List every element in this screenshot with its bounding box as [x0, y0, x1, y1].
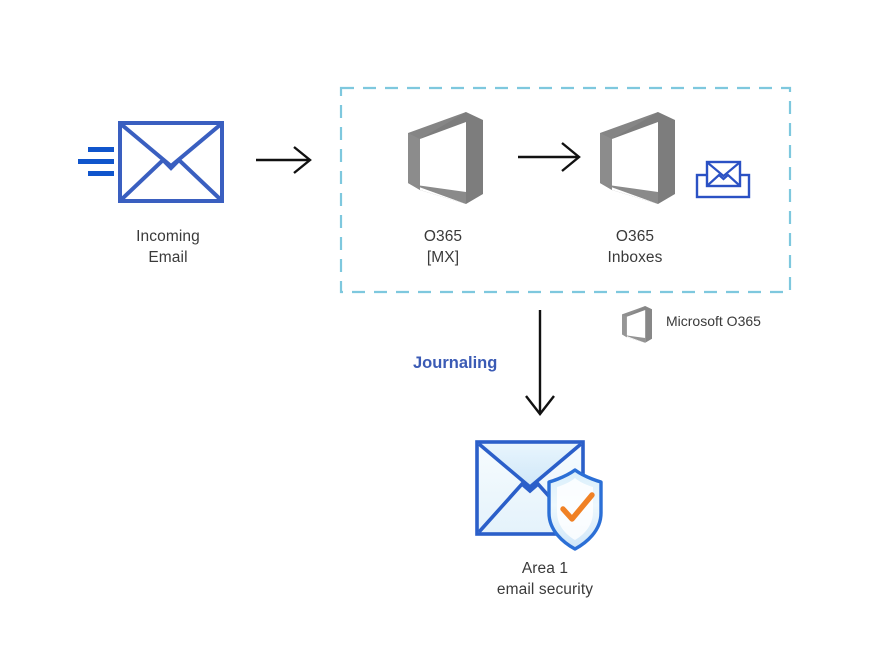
shielded-envelope-icon: [475, 440, 603, 551]
arrow-right-icon: [518, 142, 581, 172]
legend-label: Microsoft O365: [666, 313, 761, 329]
microsoft-o365-boundary: [339, 86, 792, 294]
journaling-edge-label: Journaling: [413, 354, 498, 372]
area1-email-security-label: Area 1 email security: [496, 560, 594, 598]
arrow-right-icon: [256, 146, 312, 174]
office-365-icon: [622, 306, 652, 343]
arrow-down-icon: [525, 310, 555, 416]
o365-inboxes-label: O365 Inboxes: [607, 228, 663, 266]
office-365-icon: [600, 112, 675, 204]
o365-mx-label: O365 [MX]: [423, 228, 463, 266]
incoming-email-label: Incoming Email: [136, 228, 200, 266]
speed-lines-icon: [78, 147, 114, 176]
envelope-icon: [118, 121, 224, 203]
inbox-envelope-icon: [695, 160, 751, 199]
office-365-icon: [408, 112, 483, 204]
